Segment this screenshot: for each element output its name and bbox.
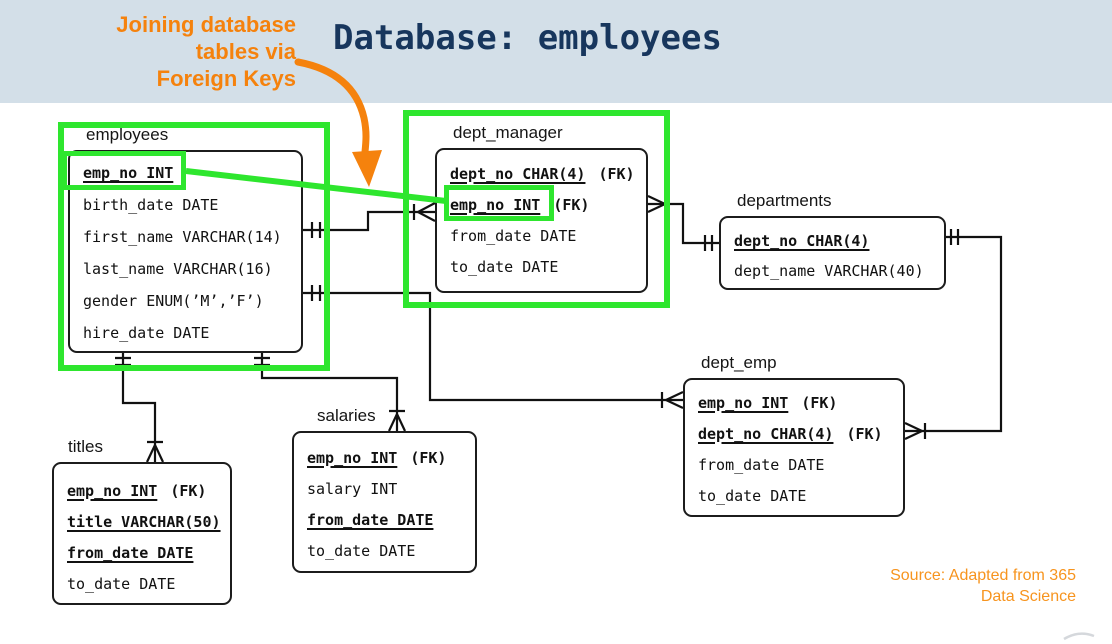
table-field: emp_no INT (FK) xyxy=(54,475,230,506)
table-field: from_date DATE xyxy=(437,220,646,251)
table-departments: departments dept_no CHAR(4) dept_name VA… xyxy=(719,190,946,290)
field-name: emp_no INT xyxy=(83,164,174,182)
annotation-line: Foreign Keys xyxy=(156,66,296,91)
field-name: dept_no CHAR(4) xyxy=(734,232,870,250)
table-field: gender ENUM(’M’,’F’) xyxy=(70,285,301,317)
table-field: hire_date DATE xyxy=(70,317,301,349)
field-name: to_date DATE xyxy=(450,257,559,276)
table-box: emp_no INT (FK) title VARCHAR(50) from_da… xyxy=(52,462,232,605)
annotation-line: tables via xyxy=(195,39,296,64)
field-name: emp_no INT xyxy=(698,393,789,412)
highlight-employees-table xyxy=(58,122,330,371)
table-dept-emp: dept_emp emp_no INT (FK) dept_no CHAR(4) (… xyxy=(683,352,905,517)
page-title: Database: employees xyxy=(333,18,722,58)
crow-foot-icon xyxy=(904,422,927,440)
fk-tag: (FK) xyxy=(801,393,838,412)
header-band xyxy=(0,0,1112,103)
table-title: salaries xyxy=(317,406,376,425)
field-name: last_name VARCHAR(16) xyxy=(83,260,273,278)
table-title: departments xyxy=(737,191,832,210)
table-field: dept_no CHAR(4) (FK) xyxy=(685,418,903,449)
table-field: emp_no INT (FK) xyxy=(437,189,646,220)
table-field: from_date DATE xyxy=(685,449,903,480)
field-name: dept_no CHAR(4) xyxy=(698,424,834,443)
field-name: dept_name VARCHAR(40) xyxy=(734,262,924,280)
fk-tag: (FK) xyxy=(170,481,207,500)
crow-foot-icon xyxy=(660,391,684,409)
source-line: Data Science xyxy=(980,588,1076,605)
table-salaries: salaries emp_no INT (FK) salary INT from_… xyxy=(292,405,477,573)
table-field: emp_no INT (FK) xyxy=(294,442,475,473)
table-field: dept_no CHAR(4) xyxy=(721,226,944,256)
field-name: title VARCHAR(50) xyxy=(67,512,221,531)
table-box: emp_no INT (FK) dept_no CHAR(4) (FK) from_… xyxy=(683,378,905,517)
field-name: emp_no INT xyxy=(307,448,398,467)
fk-tag: (FK) xyxy=(598,164,635,183)
source-credit: Source: Adapted from 365 Data Science xyxy=(890,565,1076,607)
field-name: to_date DATE xyxy=(698,486,807,505)
watermark-mark xyxy=(1063,632,1095,641)
table-field: dept_name VARCHAR(40) xyxy=(721,256,944,286)
field-name: to_date DATE xyxy=(307,541,416,560)
table-field: to_date DATE xyxy=(685,480,903,511)
table-field: to_date DATE xyxy=(437,251,646,282)
field-name: emp_no INT xyxy=(67,481,158,500)
source-line: Source: Adapted from 365 xyxy=(890,567,1076,584)
table-field: title VARCHAR(50) xyxy=(54,506,230,537)
table-box: dept_no CHAR(4) dept_name VARCHAR(40) xyxy=(719,216,946,290)
table-field: from_date DATE xyxy=(54,537,230,568)
field-name: first_name VARCHAR(14) xyxy=(83,228,282,246)
field-name: from_date DATE xyxy=(307,510,434,529)
field-name: emp_no INT xyxy=(450,195,541,214)
field-name: salary INT xyxy=(307,479,398,498)
table-title: dept_manager xyxy=(453,123,563,142)
table-field: last_name VARCHAR(16) xyxy=(70,253,301,285)
field-name: dept_no CHAR(4) xyxy=(450,164,586,183)
table-titles: titles emp_no INT (FK) title VARCHAR(50) … xyxy=(52,436,232,605)
field-name: from_date DATE xyxy=(698,455,825,474)
table-field: from_date DATE xyxy=(294,504,475,535)
table-field: to_date DATE xyxy=(294,535,475,566)
table-title: dept_emp xyxy=(701,353,777,372)
field-name: to_date DATE xyxy=(67,574,176,593)
field-name: from_date DATE xyxy=(450,226,577,245)
one-mark-icon xyxy=(703,235,714,251)
fk-tag: (FK) xyxy=(410,448,447,467)
table-field: emp_no INT (FK) xyxy=(685,387,903,418)
annotation-callout: Joining database tables via Foreign Keys xyxy=(60,11,296,92)
one-mark-icon xyxy=(949,229,960,245)
table-field: first_name VARCHAR(14) xyxy=(70,221,301,253)
field-name: hire_date DATE xyxy=(83,324,210,342)
table-box: emp_no INT (FK) salary INT from_date DATE… xyxy=(292,431,477,573)
fk-tag: (FK) xyxy=(553,195,590,214)
table-field: emp_no INT xyxy=(70,157,301,189)
table-field: salary INT xyxy=(294,473,475,504)
field-name: gender ENUM(’M’,’F’) xyxy=(83,292,264,310)
table-title: employees xyxy=(86,125,169,144)
highlight-dept-manager-emp-no xyxy=(444,185,554,221)
table-field: to_date DATE xyxy=(54,568,230,599)
table-title: titles xyxy=(68,437,103,456)
field-name: from_date DATE xyxy=(67,543,194,562)
annotation-line: Joining database xyxy=(116,12,296,37)
highlight-employees-emp-no xyxy=(62,151,186,190)
table-field: dept_no CHAR(4) (FK) xyxy=(437,158,646,189)
fk-tag: (FK) xyxy=(846,424,883,443)
